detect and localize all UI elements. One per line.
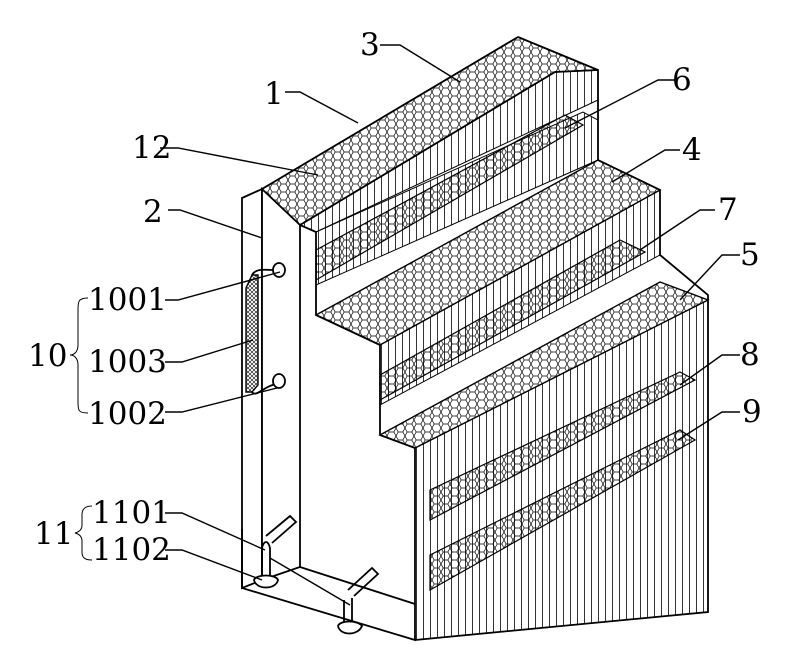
label-1102: 1102	[92, 532, 171, 568]
honeycomb-tier-6	[315, 111, 599, 286]
label-2: 2	[143, 194, 163, 230]
leader-lines	[160, 44, 740, 606]
honeycomb-tier-8	[429, 371, 697, 521]
label-1002: 1002	[88, 396, 167, 432]
brace-10	[69, 297, 89, 414]
label-1001: 1001	[88, 282, 167, 318]
handle-assembly	[245, 262, 286, 395]
label-3: 3	[360, 27, 380, 63]
label-12: 12	[132, 130, 171, 166]
label-1101: 1101	[92, 495, 171, 531]
label-4: 4	[682, 132, 702, 168]
support-legs	[253, 514, 380, 635]
honeycomb-tier-7	[379, 239, 647, 402]
honeycomb-top-panel-3	[260, 36, 599, 233]
label-1: 1	[264, 76, 284, 112]
label-8: 8	[740, 337, 760, 373]
honeycomb-tier-9	[429, 429, 697, 592]
label-7: 7	[718, 192, 738, 228]
label-5: 5	[740, 237, 760, 273]
label-6: 6	[672, 62, 692, 98]
label-9: 9	[742, 394, 762, 430]
label-10: 10	[28, 338, 67, 374]
brace-11	[74, 505, 93, 561]
label-1003: 1003	[88, 344, 167, 380]
label-11: 11	[34, 516, 73, 552]
